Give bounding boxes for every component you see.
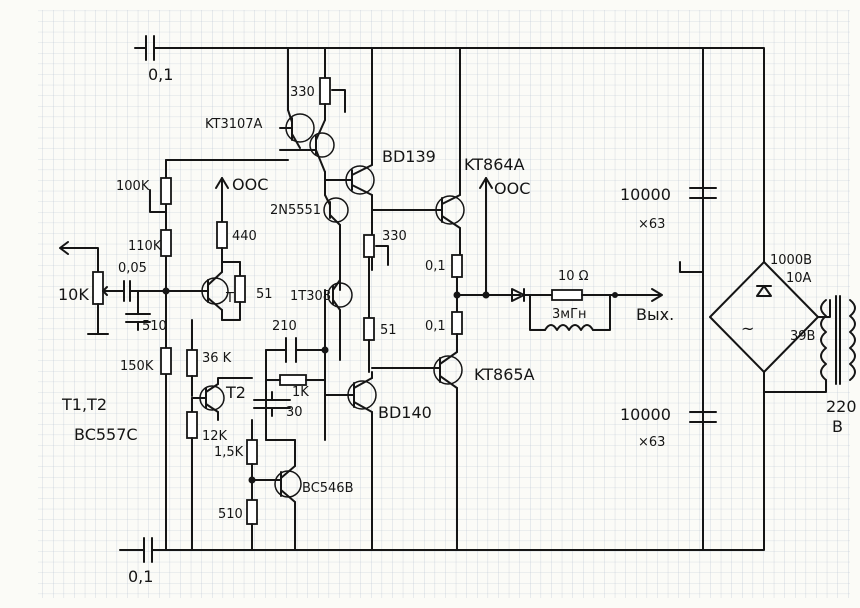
resistor-0-1-lower-label: 0,1 <box>425 319 446 334</box>
resistor-51-input-label: 51 <box>256 287 273 302</box>
transistor-bias <box>279 119 335 173</box>
junction-input <box>162 287 170 295</box>
resistor-100k: 100K <box>116 177 172 213</box>
resistor-330-middle: 330 <box>363 229 407 291</box>
transistor-kt3107a: KT3107A <box>205 109 315 149</box>
junction-output <box>482 291 490 299</box>
output-inductor: 3мГн <box>529 294 611 331</box>
transistor-kt865a-label: KT865A <box>474 365 535 384</box>
resistor-12k-label: 12K <box>202 429 228 444</box>
note-t1-t2: T1,T2 <box>61 395 107 414</box>
psu-ground-tap <box>679 261 704 273</box>
input-potentiometer-10k: 10K <box>58 241 125 335</box>
resistor-510-input: 510 <box>125 290 167 334</box>
transistor-bc546b-label: BC546B <box>302 481 354 496</box>
transistor-kt864a-label: KT864A <box>464 155 525 174</box>
inductor-label: 3мГн <box>552 307 587 322</box>
psu-cap-bottom-value: 10000 <box>620 405 671 424</box>
transistor-kt865a: KT865A <box>371 351 535 551</box>
resistor-51-middle-label: 51 <box>380 323 397 338</box>
resistor-100k-label: 100K <box>116 179 150 194</box>
resistor-330-top: 330 <box>290 77 346 121</box>
transistor-1t308: 1T308 <box>290 279 353 361</box>
mains-transformer: 39В 220 В <box>763 295 857 436</box>
transistor-bc546b: BC546B <box>251 439 354 551</box>
feedback-label-right: OOC <box>494 179 530 198</box>
resistor-440-label: 440 <box>232 229 257 244</box>
psu-capacitor-bottom: 10000 ×63 <box>620 405 717 450</box>
capacitor-30-label: 30 <box>286 405 303 420</box>
pot-label: 10K <box>58 285 89 304</box>
mains-unit: В <box>832 417 843 436</box>
grid-paper <box>38 10 850 598</box>
resistor-10-ohm: 10 Ω <box>523 269 616 301</box>
resistor-110k: 110K <box>128 229 172 257</box>
junction-output-left <box>453 291 461 299</box>
psu-cap-top-value: 10000 <box>620 185 671 204</box>
transistor-kt864a: KT864A <box>371 155 525 256</box>
transistor-bd139-label: BD139 <box>382 147 436 166</box>
feedback-arrow-right: OOC <box>479 177 530 293</box>
output-label: Вых. <box>636 305 674 324</box>
mains-voltage: 220 <box>826 397 857 416</box>
resistor-51-input: 51 <box>221 261 273 321</box>
feedback-arrow-left: OOC <box>215 175 268 223</box>
resistor-510-bottom: 510 <box>218 479 258 551</box>
capacitor-top-label: 0,1 <box>148 65 173 84</box>
transistor-bd140-label: BD140 <box>378 403 432 422</box>
resistor-0-1-lower: 0,1 <box>425 299 463 353</box>
transistor-2n5551-label: 2N5551 <box>270 203 321 218</box>
transistor-bd140: BD140 <box>324 371 432 551</box>
bridge-rectifier: ~ 1000В 10A <box>702 47 819 551</box>
capacitor-top-0-1: 0,1 <box>139 35 173 84</box>
resistor-36k: 36 K <box>186 319 232 397</box>
resistor-10-ohm-label: 10 Ω <box>558 269 589 284</box>
resistor-1k-label: 1K <box>292 385 309 400</box>
psu-capacitor-top: 10000 ×63 <box>620 185 717 232</box>
feedback-label-left: OOC <box>232 175 268 194</box>
resistor-150k-label: 150K <box>120 359 154 374</box>
resistor-1k: 1K <box>265 374 326 400</box>
input-capacitor-label: 0,05 <box>118 261 147 276</box>
psu-cap-bottom-voltage: ×63 <box>638 435 665 450</box>
transistor-kt3107a-label: KT3107A <box>205 117 263 132</box>
resistor-51-middle: 51 <box>363 289 397 373</box>
resistor-110k-label: 110K <box>128 239 162 254</box>
note-bc557c: BC557C <box>74 425 138 444</box>
resistor-0-1-upper-label: 0,1 <box>425 259 446 274</box>
resistor-510-input-label: 510 <box>142 319 167 334</box>
transistor-1t308-label: 1T308 <box>290 289 331 304</box>
transformer-secondary-voltage: 39В <box>790 329 815 344</box>
capacitor-30: 30 <box>253 391 303 420</box>
resistor-12k: 12K <box>186 397 228 551</box>
resistor-36k-label: 36 K <box>202 351 232 366</box>
resistor-150k: 150K <box>120 347 172 375</box>
psu-cap-top-voltage: ×63 <box>638 217 665 232</box>
bridge-current: 10A <box>786 271 812 286</box>
transistor-t2: T2 <box>191 377 253 421</box>
resistor-330-middle-label: 330 <box>382 229 407 244</box>
resistor-510-bottom-label: 510 <box>218 507 243 522</box>
resistor-1-5k-label: 1,5K <box>214 445 244 460</box>
resistor-330-top-label: 330 <box>290 85 315 100</box>
bridge-voltage: 1000В <box>770 253 812 268</box>
transistor-t2-label: T2 <box>225 383 246 402</box>
ac-symbol-icon: ~ <box>741 319 754 338</box>
capacitor-210-label: 210 <box>272 319 297 334</box>
resistor-1-5k: 1,5K <box>214 419 258 481</box>
capacitor-210: 210 <box>265 319 326 441</box>
output-arrow: Вых. <box>612 288 674 324</box>
capacitor-bottom-label: 0,1 <box>128 567 153 586</box>
capacitor-bottom-0-1: 0,1 <box>128 537 159 586</box>
